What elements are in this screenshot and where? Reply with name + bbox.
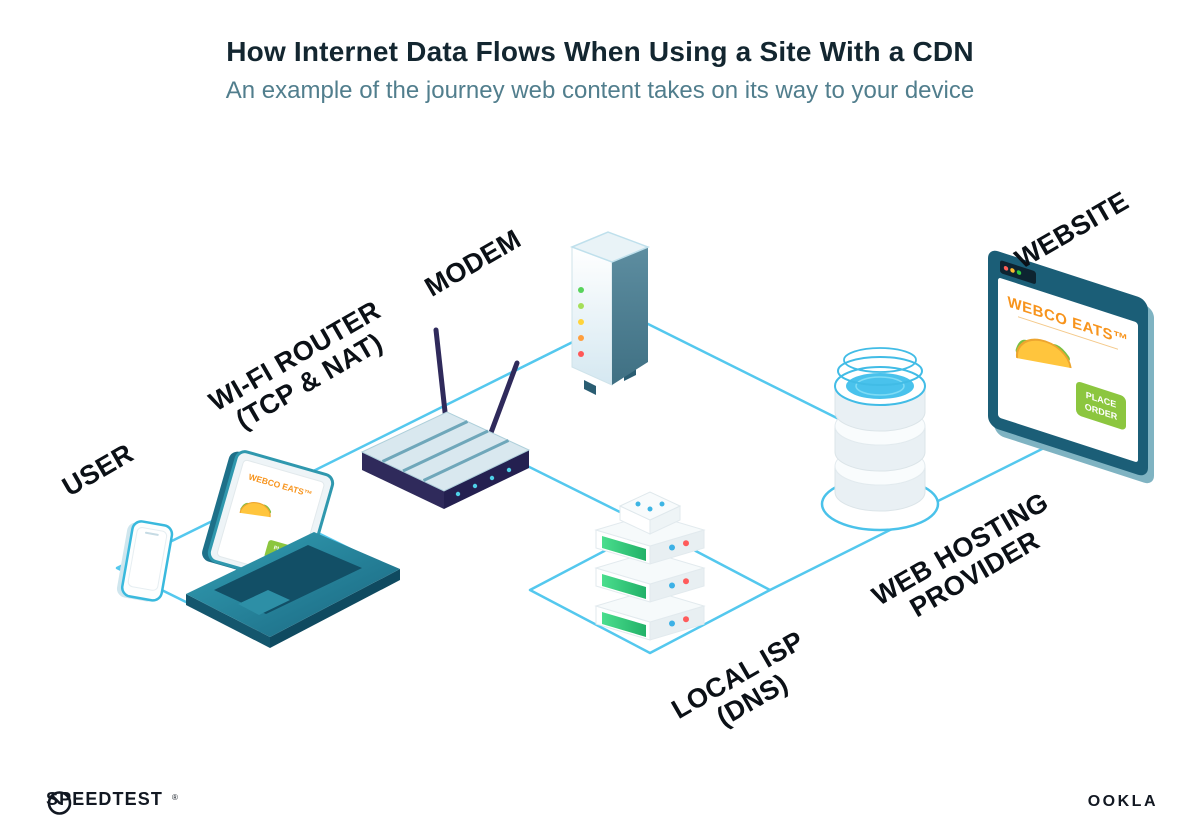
router-antenna <box>486 360 520 441</box>
line-isp-to-hosting <box>769 525 897 592</box>
phone-illustration <box>116 520 174 602</box>
floating-ring <box>837 356 923 386</box>
laptop-illustration: WEBCO EATS™ PLACE ORDER <box>186 450 400 648</box>
website-browser-illustration: WEBCO EATS™ PLACE ORDER <box>988 250 1154 484</box>
router-status-lights <box>455 467 512 497</box>
place-order-button[interactable]: PLACE ORDER <box>1076 381 1126 431</box>
modem-illustration <box>569 231 651 395</box>
speedtest-gauge-icon <box>47 791 72 815</box>
browser-traffic-lights <box>1000 260 1036 284</box>
line-modem-to-hosting <box>639 318 876 439</box>
line-hosting-to-website <box>919 444 1049 512</box>
ookla-logo: OOKLA <box>1087 793 1158 810</box>
speedtest-wordmark: SPEEDTEST <box>46 789 163 809</box>
header: How Internet Data Flows When Using a Sit… <box>0 36 1200 105</box>
hosting-db-illustration <box>820 347 940 532</box>
page-subtitle: An example of the journey web content ta… <box>225 77 975 104</box>
laptop-trackpad <box>238 590 290 615</box>
modem-led-lights <box>578 287 584 357</box>
router-illustration <box>360 327 531 509</box>
floating-ring <box>843 347 917 373</box>
laptop-keyboard <box>214 545 362 614</box>
isp-top-unit <box>618 491 682 535</box>
isp-server-illustration <box>594 491 706 641</box>
speedtest-trademark: ® <box>171 793 178 802</box>
isp-network-diamond <box>528 525 772 655</box>
speedtest-logo: SPEEDTEST ® <box>46 789 178 815</box>
page-title: How Internet Data Flows When Using a Sit… <box>226 36 974 67</box>
